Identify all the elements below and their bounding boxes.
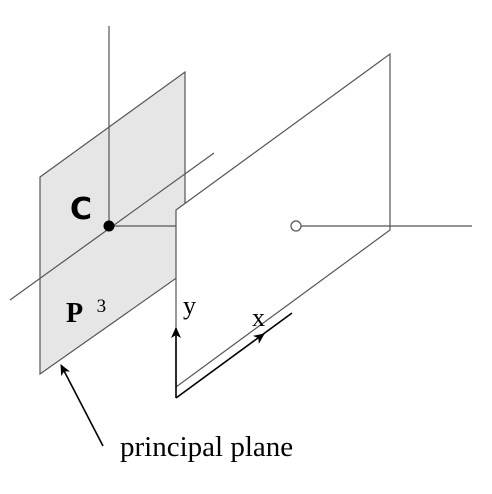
camera-centre-point xyxy=(103,220,115,232)
principal-plane-caption: principal plane xyxy=(120,431,293,463)
principal-point xyxy=(290,220,302,232)
camera-centre-label: C xyxy=(70,192,92,227)
principal-plane-label: P 3 xyxy=(66,296,106,329)
principal-plane-superscript: 3 xyxy=(97,296,107,317)
image-y-axis-label: y xyxy=(183,291,196,320)
image-x-axis-label: x xyxy=(252,303,265,332)
image-x-axis-line xyxy=(175,312,293,399)
image-plane xyxy=(175,52,391,389)
principal-plane-symbol: P xyxy=(66,298,83,329)
principal-plane-pointer-arrow xyxy=(60,364,104,447)
